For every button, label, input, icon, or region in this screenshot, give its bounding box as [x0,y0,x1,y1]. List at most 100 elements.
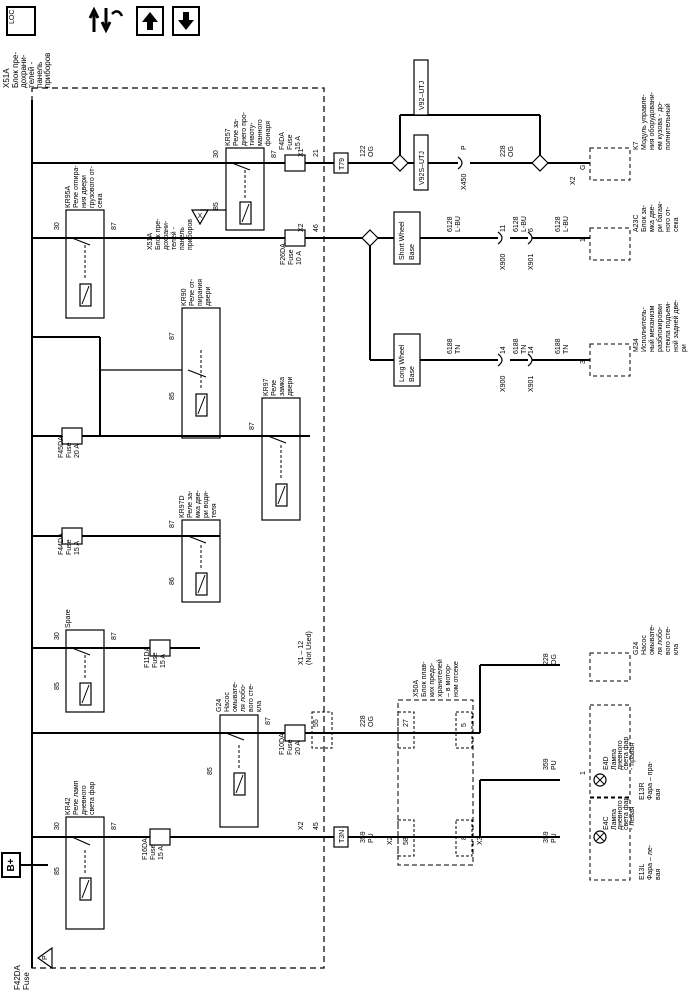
svg-text:ный механизм: ный механизм [648,305,656,352]
svg-text:пирания: пирания [197,279,204,306]
svg-text:приборов: приборов [43,53,52,88]
connector-labels: X2 45 55 X1 – 12 (Not Used) 46 X2 21 X1 [298,148,320,830]
svg-text:мка две-: мка две- [649,204,656,232]
svg-text:Блок пре-: Блок пре- [155,218,162,250]
svg-text:Насос: Насос [641,635,648,655]
svg-text:15 A: 15 A [74,541,81,555]
svg-text:359: 359 [360,831,367,843]
svg-text:(Not Used): (Not Used) [306,631,313,665]
svg-text:6188: 6188 [447,338,454,354]
svg-text:6128: 6128 [447,216,454,232]
svg-text:27: 27 [403,719,410,727]
relay-kr57: 30 85 87 KR57 Реле за- днего про- тивоту… [213,111,278,231]
svg-text:дохрани-: дохрани- [19,54,28,88]
svg-text:полнительный: полнительный [664,103,672,150]
component-k7: G X2 K7 Модуль управле- ния оборудовани-… [570,91,672,185]
svg-text:грузового от-: грузового от- [89,165,96,208]
svg-text:панель: панель [179,227,186,250]
svg-text:87: 87 [111,822,118,830]
svg-text:F44DA: F44DA [58,533,65,555]
svg-text:ких предо-: ких предо- [429,662,436,697]
svg-text:14: 14 [500,346,507,354]
svg-text:X900: X900 [500,376,507,392]
svg-text:87: 87 [265,717,272,725]
svg-text:телей -: телей - [27,61,36,88]
svg-text:X: X [198,213,203,220]
svg-text:85: 85 [213,202,220,210]
component-a23c: 1 A23C Блок за- мка две- ри багаж- ного … [580,201,680,261]
svg-text:TN: TN [563,345,570,354]
svg-text:– в мотор-: – в мотор- [445,663,452,697]
svg-text:L-BU: L-BU [455,216,462,232]
svg-text:30: 30 [213,150,220,158]
hierarchy-icon[interactable] [88,4,124,36]
svg-text:58: 58 [403,837,410,845]
fuse-block-label: X51A Блок пре- дохрани- телей - панель п… [2,52,52,88]
svg-text:фонаря: фонаря [265,121,272,146]
svg-text:V92S–UTJ: V92S–UTJ [419,151,426,185]
svg-text:PU: PU [368,833,375,843]
svg-text:X2: X2 [387,836,394,845]
arrow-down-icon[interactable] [172,6,200,36]
svg-text:Реле ламп: Реле ламп [73,780,80,815]
option-v92: V92–UTJ [413,59,429,116]
component-e13l: E4C Лампа дневного света фар - левая E13… [589,797,662,881]
svg-text:двери: двери [287,376,294,396]
svg-text:ля лобо-: ля лобо- [656,626,664,655]
svg-text:омывате-: омывате- [232,681,239,712]
svg-text:приборов: приборов [186,219,194,250]
svg-text:телей -: телей - [170,226,178,250]
power-source-b-plus: B+ [1,852,32,878]
relay-kr42: 30 85 87 KR42 Реле ламп дневного света ф… [54,780,118,930]
svg-text:228: 228 [543,653,550,665]
svg-text:A23C: A23C [633,214,640,232]
fuse-f4da: F4DA Fuse 15 A [279,132,306,172]
component-e13r: 1 E4D Лампа дневного света фар - правая … [580,704,662,800]
svg-text:разблокировки: разблокировки [656,304,664,352]
svg-text:Fuse: Fuse [288,249,295,265]
svg-text:Исполнитель-: Исполнитель- [641,307,648,352]
svg-text:омывате-: омывате- [649,624,656,655]
svg-text:P: P [461,145,468,150]
svg-text:1: 1 [580,238,587,242]
toolbar: LOC [0,0,700,50]
svg-text:Spare: Spare [65,609,72,628]
svg-text:X1: X1 [298,148,305,157]
svg-text:228: 228 [500,145,507,157]
svg-text:ри: ри [681,344,688,352]
svg-text:8: 8 [461,836,468,840]
svg-text:Реле отпира-: Реле отпира- [73,165,80,208]
svg-text:10 A: 10 A [296,251,303,265]
svg-text:Long Wheel: Long Wheel [399,344,406,382]
svg-text:KR97D: KR97D [179,495,186,518]
svg-text:ем кузова - до-: ем кузова - до- [657,101,664,150]
svg-text:T3N: T3N [339,830,346,843]
svg-text:30: 30 [54,822,61,830]
arrow-up-icon[interactable] [136,6,164,36]
svg-text:6128: 6128 [513,216,520,232]
svg-text:14: 14 [528,346,535,354]
wire-labels: 359 PU 228 OG 122 OG [360,145,375,843]
svg-text:Fuse: Fuse [287,134,294,150]
svg-text:X2: X2 [298,223,305,232]
svg-text:G: G [580,165,587,170]
svg-text:X2: X2 [570,176,577,185]
svg-text:ри багаж-: ри багаж- [656,201,664,232]
svg-text:X900: X900 [500,254,507,270]
svg-text:света фар: света фар [89,782,96,815]
svg-text:Модуль управле-: Модуль управле- [641,94,648,150]
fuse-f26da: F26DA Fuse 10 A [280,229,306,265]
svg-text:TN: TN [455,345,462,354]
svg-text:дохрани-: дохрани- [163,220,170,250]
svg-text:ния двери: ния двери [81,175,88,208]
option-v92s: V92S–UTJ [413,134,429,191]
svg-text:P: P [42,955,49,960]
svg-text:87: 87 [271,150,278,158]
svg-text:Блок за-: Блок за- [641,204,648,232]
fuse-f45da: F45DA Fuse 20 A [58,427,83,458]
svg-text:- правая: - правая [629,743,636,770]
svg-text:манного: манного [257,119,264,146]
svg-text:замка: замка [279,377,286,396]
orientation-icon[interactable]: LOC [6,6,36,36]
